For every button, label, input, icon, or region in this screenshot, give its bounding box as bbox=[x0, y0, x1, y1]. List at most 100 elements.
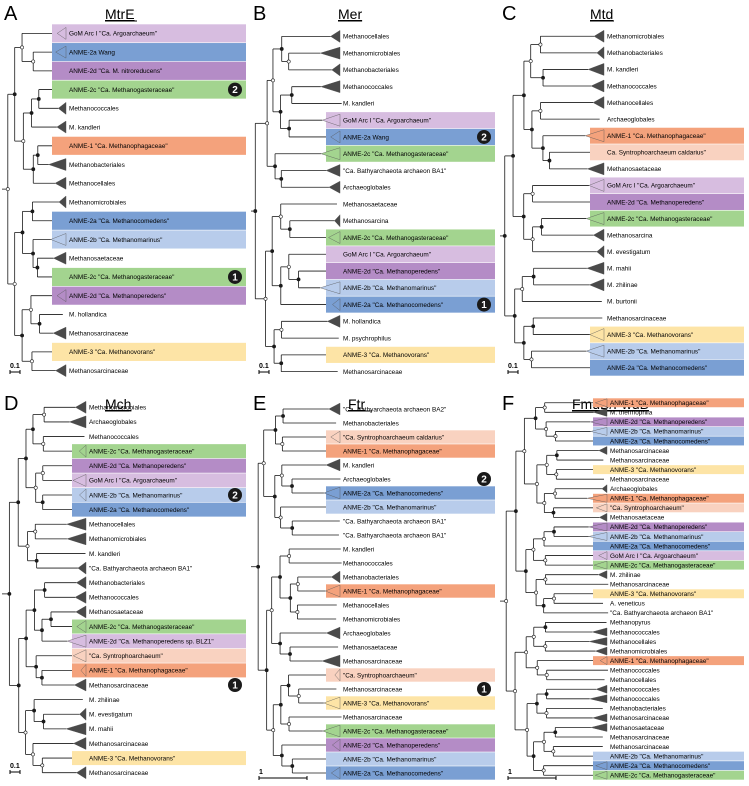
taxon-label: ANME-3 "Ca. Methanovorans" bbox=[89, 755, 175, 762]
support-node bbox=[541, 603, 546, 608]
clade-highlight bbox=[326, 752, 495, 766]
taxon-label: Methanocellales bbox=[89, 522, 135, 529]
collapsed-clade-triangle bbox=[331, 63, 341, 77]
support-node bbox=[32, 608, 37, 612]
clade-highlight bbox=[72, 619, 246, 634]
collapsed-clade-triangle bbox=[65, 722, 87, 736]
taxon-label: Methanosarcinaceae bbox=[610, 457, 670, 464]
taxon-label: Methanococcales bbox=[89, 595, 139, 602]
support-node bbox=[24, 456, 28, 461]
collapsed-clade-triangle bbox=[585, 212, 605, 225]
collapsed-clade-triangle bbox=[594, 770, 608, 780]
clade-highlight bbox=[593, 761, 744, 771]
cluster-badge-label: 2 bbox=[232, 85, 238, 96]
collapsed-clade-triangle bbox=[589, 637, 608, 646]
collapsed-clade-triangle bbox=[48, 158, 67, 171]
panel-title: Mtd bbox=[590, 6, 613, 22]
taxon-label: Methanococcales bbox=[610, 687, 660, 694]
taxon-label: ANME-2a "Ca. Methanocomedens" bbox=[89, 507, 189, 514]
support-node bbox=[288, 596, 293, 600]
collapsed-clade-triangle bbox=[72, 474, 87, 487]
collapsed-clade-triangle bbox=[54, 176, 67, 190]
support-node bbox=[512, 314, 517, 318]
taxon-label: ANME-3 "Ca. Methanovorans" bbox=[610, 467, 696, 474]
collapsed-clade-triangle bbox=[588, 278, 605, 292]
collapsed-clade-triangle bbox=[331, 570, 341, 584]
clade-highlight bbox=[593, 398, 744, 408]
support-node bbox=[20, 230, 25, 235]
taxon-label: ANME-2c "Ca. Methanogasteraceae" bbox=[89, 448, 194, 455]
collapsed-clade-triangle bbox=[330, 766, 341, 780]
support-node bbox=[279, 47, 284, 51]
support-node bbox=[7, 591, 12, 596]
support-node bbox=[34, 664, 39, 669]
cluster-badge-label: 1 bbox=[232, 681, 238, 692]
taxon-label: M. kandleri bbox=[343, 462, 374, 469]
clade-highlight bbox=[590, 127, 744, 144]
taxon-label: ANME-2d "Ca. Methanoperedens" bbox=[89, 463, 186, 470]
support-node bbox=[295, 610, 300, 614]
support-node bbox=[12, 282, 17, 286]
support-node bbox=[538, 42, 543, 47]
support-node bbox=[273, 428, 278, 432]
taxon-label: ANME-1 "Ca. Methanophagaceae" bbox=[69, 143, 168, 150]
taxon-label: Methanobacteriales bbox=[607, 50, 663, 57]
collapsed-clade-triangle bbox=[592, 96, 605, 109]
support-node bbox=[543, 558, 548, 563]
cluster-badge-label: 2 bbox=[481, 475, 487, 486]
taxon-label: Archaeoglobales bbox=[343, 185, 391, 192]
taxon-label: Methanosarcinaceae bbox=[89, 741, 149, 748]
taxon-label: Archaeoglobales bbox=[610, 486, 658, 493]
collapsed-clade-triangle bbox=[72, 649, 87, 663]
collapsed-clade-triangle bbox=[596, 245, 605, 259]
taxon-label: ANME-2c "Ca. Methanogasteraceae" bbox=[343, 235, 448, 242]
clade-highlight bbox=[326, 430, 495, 444]
support-node bbox=[281, 414, 285, 418]
taxon-label: M. psychrophilus bbox=[343, 335, 391, 342]
collapsed-clade-triangle bbox=[590, 723, 608, 732]
clade-highlight bbox=[52, 61, 246, 80]
taxon-label: ANME-2a "Ca. Methanocomedens" bbox=[610, 763, 710, 770]
taxon-label: Methanosarcinaceae bbox=[610, 476, 670, 483]
support-node bbox=[531, 547, 536, 552]
support-node bbox=[16, 500, 21, 505]
clade-highlight bbox=[593, 532, 744, 541]
support-node bbox=[40, 675, 44, 680]
clade-highlight bbox=[593, 656, 744, 666]
taxon-label: ANME-1 "Ca. Methanophagaceae" bbox=[607, 133, 706, 140]
clade-highlight bbox=[590, 326, 744, 343]
cluster-badge bbox=[228, 488, 242, 502]
panel-letter: B bbox=[253, 3, 266, 25]
taxon-label: Methanococcales bbox=[89, 434, 139, 441]
support-node bbox=[538, 108, 543, 113]
clade-highlight bbox=[326, 668, 495, 682]
clade-highlight bbox=[593, 541, 744, 551]
taxon-label: Methanobacteriales bbox=[89, 580, 145, 587]
clade-highlight bbox=[593, 589, 744, 599]
support-node bbox=[265, 121, 270, 126]
support-node bbox=[279, 176, 284, 181]
support-node bbox=[554, 453, 559, 458]
collapsed-clade-triangle bbox=[586, 494, 608, 503]
taxon-label: Methanosarcinaceae bbox=[343, 714, 403, 721]
support-node bbox=[286, 59, 291, 64]
support-node bbox=[279, 361, 284, 366]
cluster-badge bbox=[477, 682, 491, 696]
taxon-label: Methanosarcinaceae bbox=[343, 369, 403, 376]
collapsed-clade-triangle bbox=[589, 694, 608, 704]
taxon-label: Methanomicrobiales bbox=[607, 34, 664, 41]
support-node bbox=[33, 529, 38, 534]
support-node bbox=[554, 472, 559, 477]
clade-highlight bbox=[590, 144, 744, 161]
clade-highlight bbox=[72, 663, 246, 678]
support-node bbox=[31, 427, 35, 432]
support-node bbox=[30, 359, 34, 364]
taxon-label: ANME-2d "Ca. Methanoperedens" bbox=[343, 742, 440, 749]
taxon-label: M. evestigatum bbox=[89, 712, 132, 719]
panel-letter: D bbox=[4, 393, 18, 415]
taxon-label: ANME-2d "Ca. Methanoperedens" bbox=[607, 199, 704, 206]
taxon-label: Methanosarcinaceae bbox=[610, 582, 670, 589]
clade-highlight bbox=[72, 473, 246, 488]
collapsed-clade-triangle bbox=[334, 214, 341, 228]
taxon-label: Archaeoglobales bbox=[343, 630, 391, 637]
